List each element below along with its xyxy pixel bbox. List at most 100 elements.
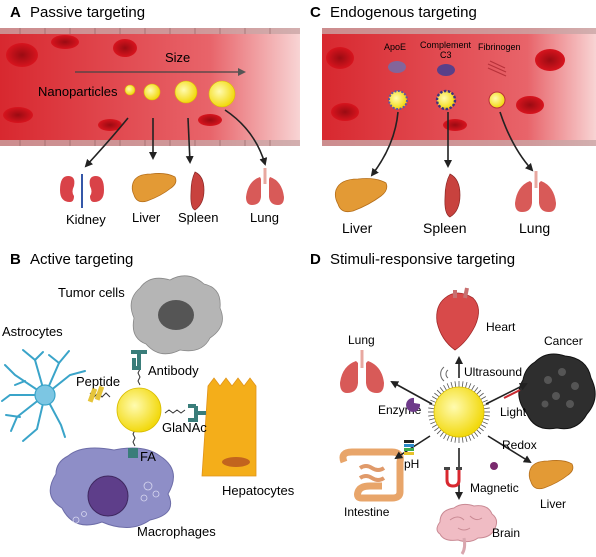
panel-b-title: Active targeting bbox=[30, 251, 133, 268]
magnet-pole bbox=[444, 467, 450, 470]
corona-ligand bbox=[430, 399, 437, 403]
vessel-wall-bottom bbox=[0, 140, 300, 146]
corona-ligand bbox=[428, 407, 435, 410]
panel-d-letter: D bbox=[310, 251, 321, 268]
phagocytosed-particles bbox=[72, 481, 160, 524]
corona-ligand bbox=[465, 436, 468, 443]
intestine-icon bbox=[339, 448, 404, 502]
antibody-label: Antibody bbox=[148, 363, 199, 378]
organ-label-kidney: Kidney bbox=[66, 212, 106, 227]
corona-ligand bbox=[483, 407, 490, 410]
lung-label-d: Lung bbox=[348, 333, 375, 347]
red-blood-cell bbox=[198, 114, 222, 126]
corona-ligand bbox=[454, 436, 457, 443]
red-blood-cell bbox=[331, 103, 359, 121]
size-label: Size bbox=[165, 50, 190, 65]
magnet-icon bbox=[445, 470, 461, 488]
panel-b: B Active targeting Tumor cells Astrocyte… bbox=[1, 251, 295, 539]
corona-ligand bbox=[446, 383, 450, 390]
protein-label-fibrinogen: Fibrinogen bbox=[478, 42, 521, 52]
lung-icon bbox=[246, 168, 284, 205]
corona-ligand bbox=[481, 421, 488, 425]
protein-label-complement: Complement bbox=[420, 40, 472, 50]
organ-label-spleen-c: Spleen bbox=[423, 220, 467, 236]
corona-ligand bbox=[483, 414, 490, 417]
nanoparticle-l bbox=[208, 80, 236, 108]
astrocyte-body bbox=[34, 384, 56, 406]
corona-ligand bbox=[478, 426, 484, 432]
lung-icon bbox=[515, 171, 556, 212]
astrocytes-label: Astrocytes bbox=[2, 324, 63, 339]
heart-vessels bbox=[453, 287, 469, 299]
corona-ligand bbox=[434, 426, 440, 432]
panel-c: C Endogenous targeting ApoE Complement C… bbox=[310, 4, 596, 236]
np-with-fibrinogen bbox=[488, 91, 506, 109]
redox-icon bbox=[490, 462, 498, 470]
corona-ligand bbox=[436, 429, 442, 435]
nanoparticle-xs bbox=[124, 84, 136, 96]
nanoparticles-label: Nanoparticles bbox=[38, 84, 118, 99]
peptide-label: Peptide bbox=[76, 374, 120, 389]
fibrinogen-protein-icon bbox=[487, 60, 507, 77]
ultrasound-label: Ultrasound bbox=[464, 365, 522, 379]
organ-label-liver: Liver bbox=[132, 210, 161, 225]
intestine-coils bbox=[358, 464, 386, 482]
ph-strip-icon bbox=[404, 440, 414, 455]
corona-ligand bbox=[480, 396, 487, 400]
organ-label-liver-c: Liver bbox=[342, 220, 373, 236]
red-blood-cell bbox=[443, 119, 467, 131]
arrow-to-lung bbox=[224, 109, 268, 166]
panel-b-letter: B bbox=[10, 251, 21, 268]
corona-ligand bbox=[480, 424, 487, 428]
nanoparticle-s bbox=[143, 83, 161, 101]
hepatocytes-label: Hepatocytes bbox=[222, 483, 295, 498]
red-blood-cell bbox=[3, 107, 33, 123]
heart-icon bbox=[436, 292, 479, 351]
corona-ligand bbox=[428, 403, 435, 406]
corona-ligand bbox=[468, 383, 472, 390]
hepatocytes-icon bbox=[201, 377, 257, 477]
vessel-wall-texture bbox=[19, 28, 271, 146]
corona-ligand bbox=[471, 384, 475, 391]
vessel-wall-top bbox=[322, 28, 596, 34]
nanoparticle-m bbox=[174, 80, 198, 104]
corona-ligand bbox=[471, 433, 475, 440]
corona-ligand bbox=[478, 392, 484, 398]
panel-d-title: Stimuli-responsive targeting bbox=[330, 251, 515, 268]
antibody-ligand-icon bbox=[131, 350, 147, 370]
central-nanoparticle-d bbox=[433, 386, 485, 438]
corona-ligand bbox=[461, 436, 464, 443]
liver-icon bbox=[334, 178, 388, 213]
central-nanoparticle bbox=[116, 387, 162, 433]
light-icon bbox=[503, 389, 521, 399]
glanac-ligand-icon bbox=[188, 404, 206, 422]
corona-ligand bbox=[428, 414, 435, 417]
linker-fa bbox=[132, 429, 136, 447]
liver-icon bbox=[131, 173, 177, 203]
corona-ligand bbox=[431, 396, 438, 400]
red-blood-cell bbox=[535, 49, 565, 71]
organ-label-lung-c: Lung bbox=[519, 220, 550, 236]
arrow-to-kidney bbox=[84, 117, 129, 168]
arrow-light bbox=[485, 383, 528, 405]
red-blood-cell bbox=[326, 47, 354, 69]
brain-label: Brain bbox=[492, 526, 520, 540]
corona-ligand bbox=[428, 418, 435, 421]
linker-glanac bbox=[164, 409, 186, 414]
c3-protein-icon bbox=[437, 64, 455, 76]
organ-label-lung: Lung bbox=[250, 210, 279, 225]
arrow-to-lung-c bbox=[499, 111, 534, 172]
corona-ligand bbox=[481, 399, 488, 403]
panel-a-title: Passive targeting bbox=[30, 4, 145, 21]
corona-ligand bbox=[483, 403, 490, 406]
hepatocyte-nucleus bbox=[222, 457, 250, 467]
corona-ligand bbox=[468, 434, 472, 441]
corona-ligand bbox=[436, 389, 442, 395]
panel-a-letter: A bbox=[10, 4, 21, 21]
cancer-texture bbox=[541, 368, 579, 408]
protein-label-c3: C3 bbox=[440, 50, 452, 60]
astrocyte-icon bbox=[1, 349, 86, 442]
corona-ligand bbox=[483, 418, 490, 421]
